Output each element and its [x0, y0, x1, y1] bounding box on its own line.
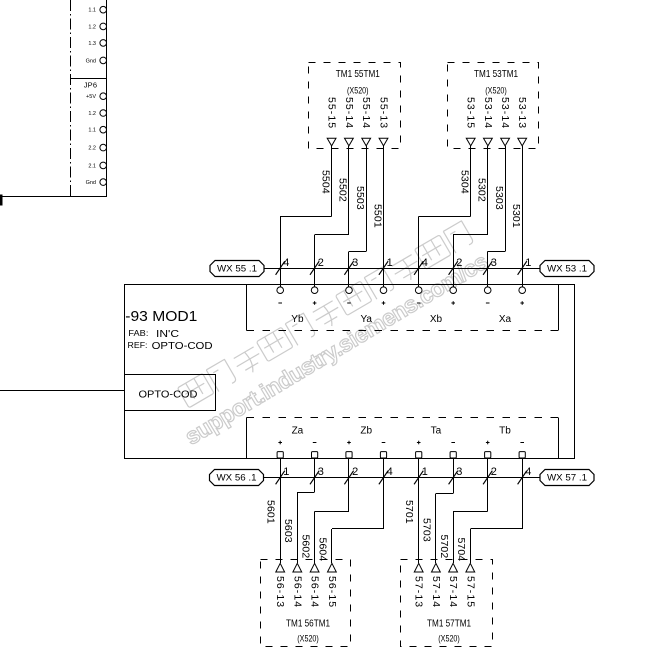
svg-text:(X520): (X520): [438, 634, 460, 644]
svg-text:5602: 5602: [299, 535, 311, 559]
svg-text:4: 4: [387, 466, 393, 478]
svg-text:WX 57 .1: WX 57 .1: [547, 473, 587, 483]
svg-text:1: 1: [387, 257, 393, 269]
svg-text:5304: 5304: [458, 170, 470, 194]
svg-text:57-15: 57-15: [464, 576, 476, 608]
svg-text:TM1 57TM1: TM1 57TM1: [427, 618, 471, 630]
svg-text:5702: 5702: [438, 535, 450, 559]
svg-text:56-13: 56-13: [274, 576, 286, 608]
svg-text:2: 2: [456, 257, 462, 269]
svg-text:JP6: JP6: [84, 81, 98, 90]
svg-text:Xb: Xb: [430, 314, 443, 325]
svg-text:56-14: 56-14: [291, 576, 303, 608]
svg-text:1: 1: [525, 257, 531, 269]
svg-text:57-14: 57-14: [447, 576, 459, 608]
svg-text:3: 3: [456, 466, 462, 478]
svg-text:53-14: 53-14: [482, 97, 494, 129]
svg-text:3: 3: [352, 257, 358, 269]
svg-text:OPTO-COD: OPTO-COD: [152, 340, 213, 352]
svg-text:WX 55 .1: WX 55 .1: [217, 264, 257, 274]
svg-text:Tb: Tb: [499, 426, 511, 437]
svg-text:5703: 5703: [421, 518, 433, 542]
svg-text:5301: 5301: [510, 204, 522, 228]
svg-text:5701: 5701: [403, 500, 415, 524]
svg-text:TM1 53TM1: TM1 53TM1: [474, 68, 518, 80]
svg-text:5303: 5303: [493, 186, 505, 210]
svg-text:Yb: Yb: [291, 314, 304, 325]
svg-text:IN'C: IN'C: [156, 328, 179, 340]
svg-text:56-15: 56-15: [326, 576, 338, 608]
svg-text:TM1 55TM1: TM1 55TM1: [336, 68, 380, 80]
svg-text:Gnd: Gnd: [86, 180, 96, 186]
svg-text:57-13: 57-13: [413, 576, 425, 608]
svg-text:4: 4: [283, 257, 289, 269]
svg-text:+5V: +5V: [86, 94, 96, 100]
svg-text:4: 4: [525, 466, 531, 478]
svg-text:1.3: 1.3: [88, 41, 96, 47]
svg-text:FAB:: FAB:: [128, 328, 148, 338]
svg-text:5603: 5603: [282, 519, 294, 543]
svg-text:4: 4: [422, 257, 428, 269]
svg-text:55-14: 55-14: [343, 97, 355, 129]
svg-text:1: 1: [283, 466, 289, 478]
svg-text:1.1: 1.1: [88, 8, 96, 14]
svg-text:53-14: 53-14: [499, 97, 511, 129]
svg-text:5502: 5502: [337, 178, 349, 202]
svg-text:WX 53 .1: WX 53 .1: [547, 264, 587, 274]
svg-text:3: 3: [318, 466, 324, 478]
svg-text:(X520): (X520): [347, 86, 369, 96]
svg-text:1.2: 1.2: [88, 24, 96, 30]
svg-text:2: 2: [352, 466, 358, 478]
svg-text:(X520): (X520): [485, 86, 507, 96]
svg-text:56-14: 56-14: [309, 576, 321, 608]
svg-text:5503: 5503: [354, 186, 366, 210]
svg-text:3: 3: [491, 257, 497, 269]
svg-text:-93 MOD1: -93 MOD1: [125, 308, 197, 325]
svg-text:5501: 5501: [371, 204, 383, 228]
svg-text:Xa: Xa: [499, 314, 512, 325]
svg-text:1.2: 1.2: [88, 111, 96, 117]
svg-text:2: 2: [318, 257, 324, 269]
svg-text:2.2: 2.2: [88, 146, 96, 152]
svg-text:5704: 5704: [455, 538, 467, 562]
svg-text:TM1 56TM1: TM1 56TM1: [286, 618, 330, 630]
svg-text:WX 56 .1: WX 56 .1: [217, 473, 257, 483]
svg-text:OPTO-COD: OPTO-COD: [139, 388, 198, 400]
svg-text:Gnd: Gnd: [86, 58, 96, 64]
svg-text:5604: 5604: [317, 538, 329, 562]
svg-text:Ya: Ya: [361, 314, 373, 325]
svg-text:57-14: 57-14: [430, 576, 442, 608]
svg-text:5601: 5601: [265, 500, 277, 524]
svg-text:5504: 5504: [319, 170, 331, 194]
svg-text:5302: 5302: [476, 178, 488, 202]
svg-text:Zb: Zb: [360, 426, 372, 437]
svg-text:2: 2: [491, 466, 497, 478]
svg-text:55-15: 55-15: [326, 97, 338, 129]
svg-text:(X520): (X520): [297, 634, 319, 644]
svg-text:1: 1: [422, 466, 428, 478]
svg-text:2.1: 2.1: [88, 163, 96, 169]
svg-text:53-15: 53-15: [465, 97, 477, 129]
svg-text:55-13: 55-13: [378, 97, 390, 129]
svg-text:REF:: REF:: [128, 340, 148, 350]
svg-text:53-13: 53-13: [516, 97, 528, 129]
svg-text:55-14: 55-14: [360, 97, 372, 129]
svg-text:Za: Za: [292, 426, 304, 437]
svg-text:Ta: Ta: [431, 426, 442, 437]
svg-text:1.1: 1.1: [88, 128, 96, 134]
